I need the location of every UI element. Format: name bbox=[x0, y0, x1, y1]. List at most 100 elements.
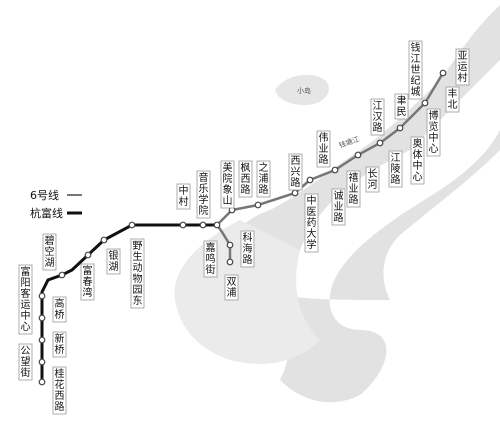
station-label-yayuncun[interactable]: 亚运村 bbox=[455, 48, 470, 86]
station-label-yinhu[interactable]: 银湖 bbox=[106, 248, 121, 275]
station-label-box bbox=[18, 264, 33, 335]
legend-line6-label: 6号线 bbox=[30, 188, 59, 202]
station-label-box bbox=[130, 238, 145, 309]
island-area bbox=[275, 74, 329, 105]
station-name: 诚业路 bbox=[334, 190, 344, 224]
station-label-box bbox=[240, 230, 255, 268]
station-name: 钱江世纪城 bbox=[411, 41, 421, 98]
station-label-box bbox=[410, 136, 425, 185]
station-name: 中村 bbox=[179, 184, 189, 208]
station-name: 奥体中心 bbox=[413, 137, 423, 183]
station-label-pinmin[interactable]: 聿民 bbox=[394, 93, 409, 120]
station-dot[interactable] bbox=[179, 221, 187, 229]
station-label-aotizhongxin[interactable]: 奥体中心 bbox=[410, 136, 425, 185]
station-name: 公望街 bbox=[21, 346, 31, 379]
station-name: 嘉鸣街 bbox=[206, 241, 216, 276]
station-name: 双浦 bbox=[227, 276, 237, 299]
station-label-bolanzhongxin[interactable]: 博览中心 bbox=[426, 108, 441, 157]
station-dot[interactable] bbox=[254, 201, 262, 209]
station-dot[interactable] bbox=[58, 271, 66, 279]
station-name: 美院象山 bbox=[223, 161, 233, 207]
station-label-dengjiang[interactable]: 碧空湖 bbox=[42, 233, 57, 271]
station-name: 富春湾 bbox=[83, 264, 93, 299]
station-name: 枫西路 bbox=[241, 161, 251, 196]
station-label-yinyuexueyuan[interactable]: 音乐学院 bbox=[196, 170, 211, 219]
station-label-jianghanlu[interactable]: 江汉路 bbox=[370, 98, 385, 136]
station-name: 新桥 bbox=[55, 332, 65, 356]
station-label-meishuxueyuan[interactable]: 美院象山 bbox=[220, 160, 235, 209]
station-name: 桂花西路 bbox=[55, 367, 65, 413]
station-name: 长河 bbox=[368, 168, 378, 191]
station-label-fuyangkeyun[interactable]: 富阳客运中心 bbox=[18, 264, 33, 335]
station-label-box bbox=[52, 331, 67, 358]
station-name: 中医药大学 bbox=[307, 194, 317, 251]
station-name: 高桥 bbox=[55, 297, 65, 321]
station-label-box bbox=[18, 343, 33, 381]
station-dots bbox=[38, 69, 447, 386]
station-dot[interactable] bbox=[38, 336, 46, 344]
station-label-gaoqiao[interactable]: 高桥 bbox=[52, 296, 67, 323]
station-dot[interactable] bbox=[396, 124, 404, 132]
station-label-xixingdonglu[interactable]: 西兴路 bbox=[288, 153, 303, 191]
station-dot[interactable] bbox=[421, 99, 429, 107]
station-label-box bbox=[256, 160, 271, 198]
line6-branch bbox=[215, 224, 232, 262]
station-name: 江汉路 bbox=[373, 100, 383, 134]
station-label-box bbox=[220, 160, 235, 209]
station-dot[interactable] bbox=[84, 251, 92, 259]
station-label-zhongcun[interactable]: 中村 bbox=[176, 183, 191, 210]
station-dot[interactable] bbox=[439, 69, 447, 77]
station-dot[interactable] bbox=[199, 221, 207, 229]
station-label-kehai[interactable]: 科海路 bbox=[240, 230, 255, 268]
station-label-xinqiao[interactable]: 新桥 bbox=[52, 331, 67, 358]
station-label-box bbox=[42, 233, 57, 271]
station-label-box bbox=[304, 193, 319, 253]
station-label-shuangpu[interactable]: 双浦 bbox=[224, 274, 239, 301]
station-dot[interactable] bbox=[213, 221, 221, 229]
station-name: 禧业路 bbox=[349, 171, 359, 206]
station-label-zhipu[interactable]: 之浦路 bbox=[256, 160, 271, 198]
station-label-yesheng[interactable]: 野生动物园东 bbox=[130, 238, 145, 309]
station-label-jiangling[interactable]: 江陵路 bbox=[388, 150, 403, 188]
station-dot[interactable] bbox=[226, 241, 234, 249]
station-dot[interactable] bbox=[38, 292, 46, 300]
station-label-weiyelu[interactable]: 伟业路 bbox=[316, 130, 331, 168]
station-label-box bbox=[196, 170, 211, 219]
station-label-jiaming[interactable]: 嘉鸣街 bbox=[203, 240, 218, 278]
station-dot[interactable] bbox=[100, 236, 108, 244]
station-name: 之浦路 bbox=[259, 161, 269, 196]
station-dot[interactable] bbox=[38, 378, 46, 386]
station-dot[interactable] bbox=[291, 189, 299, 197]
station-dot[interactable] bbox=[128, 221, 136, 229]
station-label-fuchunwan[interactable]: 富春湾 bbox=[80, 263, 95, 301]
station-name: 西兴路 bbox=[291, 156, 301, 189]
station-label-box bbox=[346, 170, 361, 208]
station-dot[interactable] bbox=[331, 166, 339, 174]
station-label-guihuaxilu[interactable]: 桂花西路 bbox=[52, 366, 67, 415]
station-label-box bbox=[426, 108, 441, 157]
hangfu-line bbox=[40, 223, 217, 382]
station-label-fengqiu[interactable]: 枫西路 bbox=[238, 160, 253, 198]
station-label-chengyelu[interactable]: 诚业路 bbox=[331, 188, 346, 226]
station-label-xiyelu[interactable]: 禧业路 bbox=[346, 170, 361, 208]
station-name: 科海路 bbox=[243, 231, 253, 266]
island-label: 小岛 bbox=[297, 86, 311, 95]
station-dot[interactable] bbox=[226, 258, 234, 266]
station-dot[interactable] bbox=[306, 176, 314, 184]
station-label-fengbei[interactable]: 丰北 bbox=[445, 86, 460, 113]
station-label-zhongyiyao[interactable]: 中医药大学 bbox=[304, 193, 319, 253]
station-dot[interactable] bbox=[38, 314, 46, 322]
station-label-box bbox=[394, 93, 409, 120]
station-label-box bbox=[365, 166, 380, 193]
station-dot[interactable] bbox=[38, 358, 46, 366]
station-label-gongwangjie[interactable]: 公望街 bbox=[18, 343, 33, 381]
station-dot[interactable] bbox=[376, 139, 384, 147]
station-label-qjsjc[interactable]: 钱江世纪城 bbox=[408, 40, 423, 100]
station-label-box bbox=[388, 150, 403, 188]
station-label-changhe[interactable]: 长河 bbox=[365, 166, 380, 193]
station-name: 丰北 bbox=[448, 87, 458, 111]
station-dot[interactable] bbox=[354, 151, 362, 159]
station-label-box bbox=[80, 263, 95, 301]
